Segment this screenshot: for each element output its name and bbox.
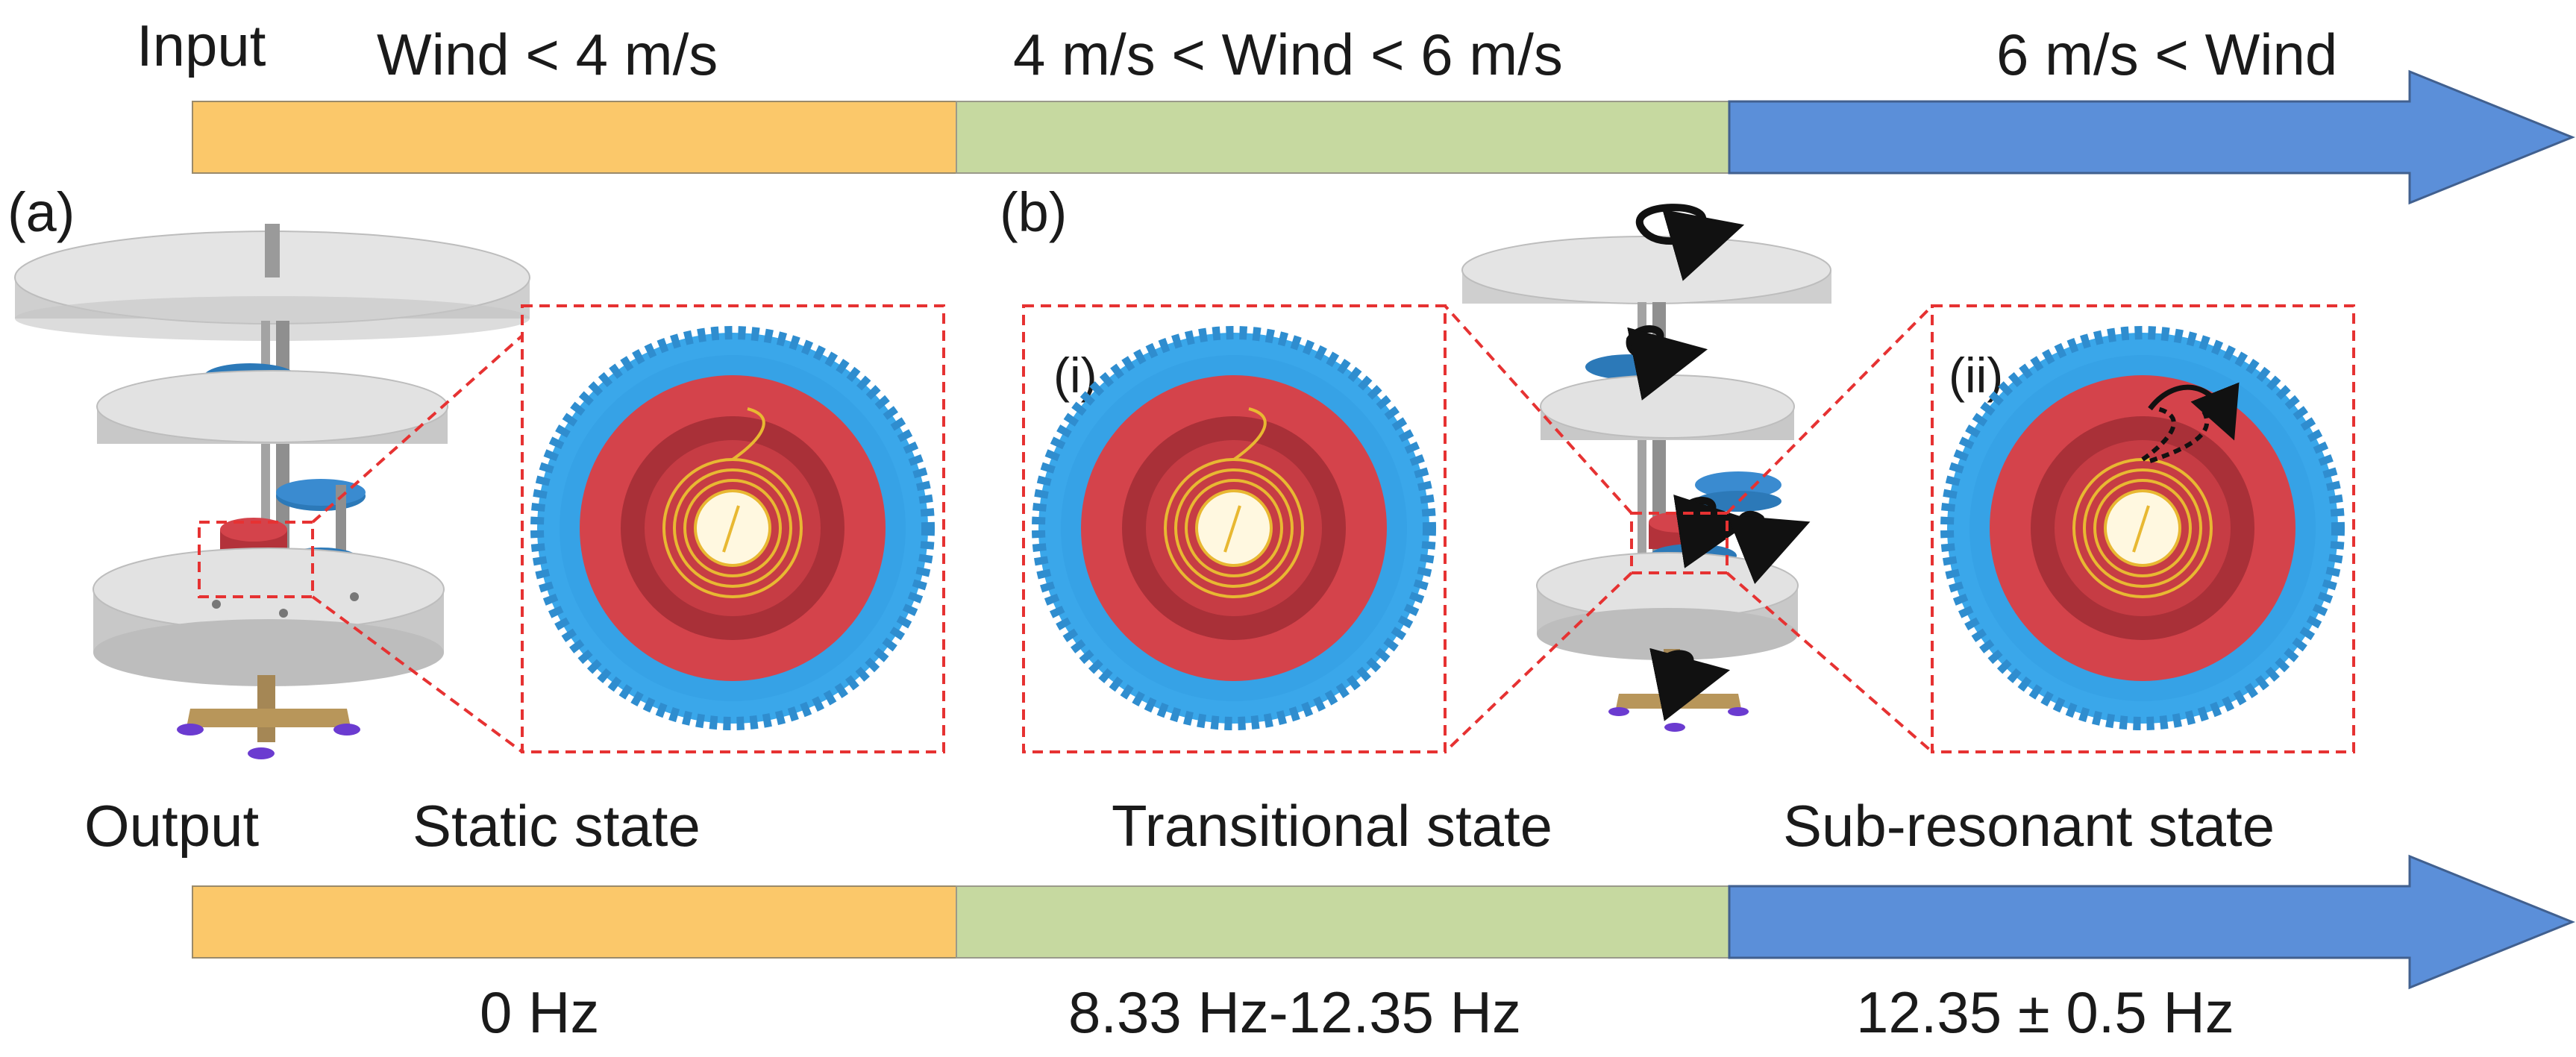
output-label: Output	[84, 793, 260, 859]
input-segment-1	[192, 101, 957, 174]
output-frequency-3-label: 12.35 ± 0.5 Hz	[1856, 979, 2234, 1045]
zoom-source-box-b	[1630, 512, 1729, 574]
output-state-3-label: Sub-resonant state	[1783, 793, 2275, 859]
gear-zoom-sub-resonant	[1940, 326, 2345, 730]
output-state-1-label: Static state	[413, 793, 701, 859]
input-segment-3-label: 6 m/s < Wind	[1996, 22, 2338, 87]
zoom-box-sub-resonant	[1931, 304, 2355, 753]
output-segment-3-arrow	[1728, 854, 2576, 990]
output-frequency-1-label: 0 Hz	[480, 979, 600, 1045]
input-label: Input	[137, 13, 266, 78]
input-segment-2	[956, 101, 1730, 174]
output-segment-2	[956, 885, 1730, 959]
output-segment-1	[192, 885, 957, 959]
output-frequency-2-label: 8.33 Hz-12.35 Hz	[1068, 979, 1521, 1045]
output-state-2-label: Transitional state	[1112, 793, 1553, 859]
zoom-box-static	[521, 304, 945, 753]
output-arrow-bar	[192, 854, 2576, 990]
panel-label-a: (a)	[7, 181, 75, 243]
gear-zoom-static	[530, 326, 935, 730]
input-segment-3-arrow	[1728, 69, 2576, 205]
panel-label-i: (i)	[1053, 348, 1097, 403]
zoom-box-transitional	[1022, 304, 1447, 753]
device-b	[1461, 204, 1831, 732]
gear-zoom-transitional	[1032, 326, 1436, 730]
input-segment-2-label: 4 m/s < Wind < 6 m/s	[1013, 22, 1563, 87]
input-segment-1-label: Wind < 4 m/s	[377, 22, 718, 87]
zoom-source-box-a	[198, 521, 314, 598]
input-arrow-bar	[192, 69, 2576, 205]
panel-label-b: (b)	[1000, 181, 1068, 243]
device-a	[14, 224, 530, 759]
